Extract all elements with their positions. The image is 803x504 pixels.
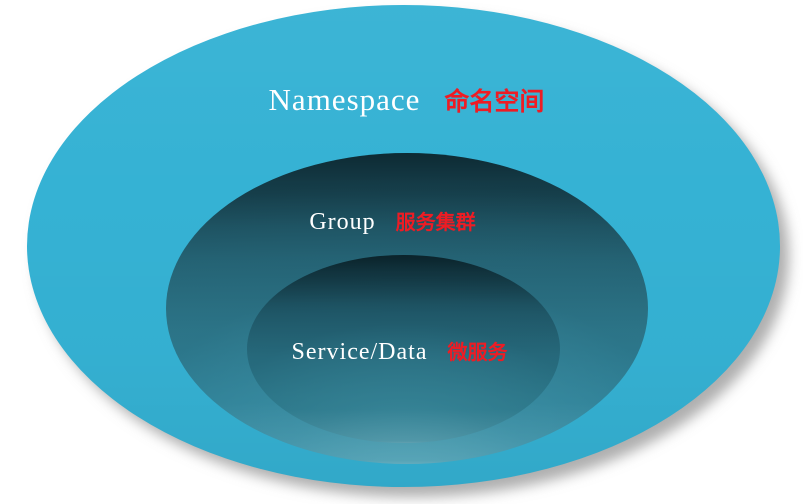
- group-ellipse: [166, 153, 648, 464]
- service-ellipse: [247, 255, 560, 443]
